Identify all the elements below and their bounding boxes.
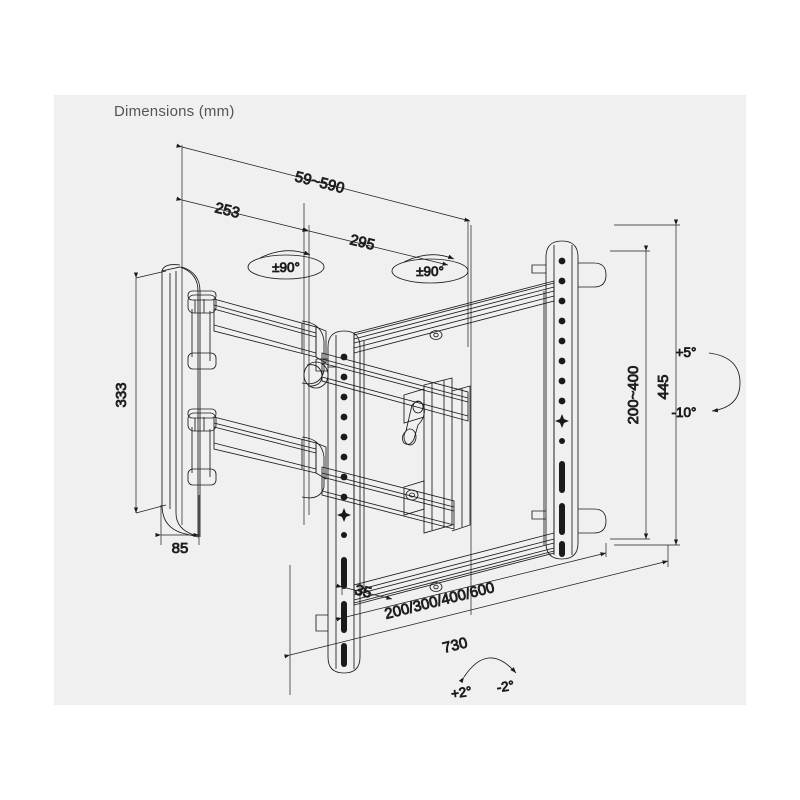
tilt-up-label: +5°	[676, 345, 697, 360]
dimension-label-depth-range: 59~590	[293, 168, 346, 197]
dimension-vesa-widths	[336, 543, 607, 622]
arm-lower-first	[213, 416, 327, 480]
rail-bolt-bottom	[429, 582, 443, 592]
wall-plate	[161, 264, 201, 538]
mount-arm-bracket	[451, 385, 471, 532]
drawing-panel: Dimensions (mm)	[54, 95, 746, 705]
arm-upper-first	[213, 298, 327, 364]
pivot-knuckle-upper	[187, 290, 217, 370]
technical-drawing-svg: 59~590 253 295 333	[113, 143, 741, 702]
roll-left-label: +2°	[450, 684, 473, 702]
tilt-lock-lever	[401, 400, 425, 446]
tv-rail-right-holes	[555, 257, 569, 557]
dimension-overall-height	[614, 219, 680, 546]
tv-rail-right	[531, 240, 607, 560]
swivel-label-2: ±90°	[416, 264, 444, 279]
dimension-label-plate-depth: 85	[172, 540, 189, 557]
tilt-pivot-bolt	[405, 489, 419, 501]
roll-indicator	[458, 657, 517, 684]
dimension-label-rail-range: 200~400	[625, 366, 642, 425]
dimension-depth-range	[176, 143, 471, 222]
tilt-mechanism-body	[403, 377, 453, 534]
dimension-label-overall-width: 730	[441, 634, 469, 657]
dimension-label-arm-1: 253	[213, 199, 241, 222]
dimension-overall-width	[284, 545, 669, 695]
dimension-rail-range	[610, 245, 650, 540]
dimension-label-overall-height: 445	[655, 374, 672, 399]
dimension-plate-depth	[155, 495, 200, 545]
swivel-label-1: ±90°	[272, 260, 300, 275]
tv-rail-left-holes	[337, 353, 351, 667]
dimension-label-plate-height: 333	[113, 382, 130, 407]
arm-upper-second	[321, 352, 469, 422]
tv-rail-left	[315, 330, 361, 674]
swivel-indicator-1	[247, 250, 325, 280]
dimension-label-vesa-widths: 200/300/400/600	[383, 579, 496, 623]
dimension-arm-1	[176, 196, 309, 232]
cross-rail-top	[353, 280, 555, 354]
swivel-indicator-2	[391, 254, 469, 284]
rail-bolt-top	[429, 330, 443, 340]
tv-panel-outline	[353, 282, 555, 604]
roll-right-label: -2°	[496, 678, 515, 695]
dimension-plate-height	[133, 270, 167, 514]
dimension-arm-2	[303, 227, 449, 266]
tilt-down-label: -10°	[672, 405, 697, 420]
tilt-indicator	[708, 352, 741, 413]
arm-joint-middle-lower	[301, 436, 325, 499]
dimension-label-arm-2: 295	[348, 231, 376, 254]
page-title: Dimensions (mm)	[114, 103, 235, 120]
pivot-knuckle-lower	[187, 408, 217, 486]
